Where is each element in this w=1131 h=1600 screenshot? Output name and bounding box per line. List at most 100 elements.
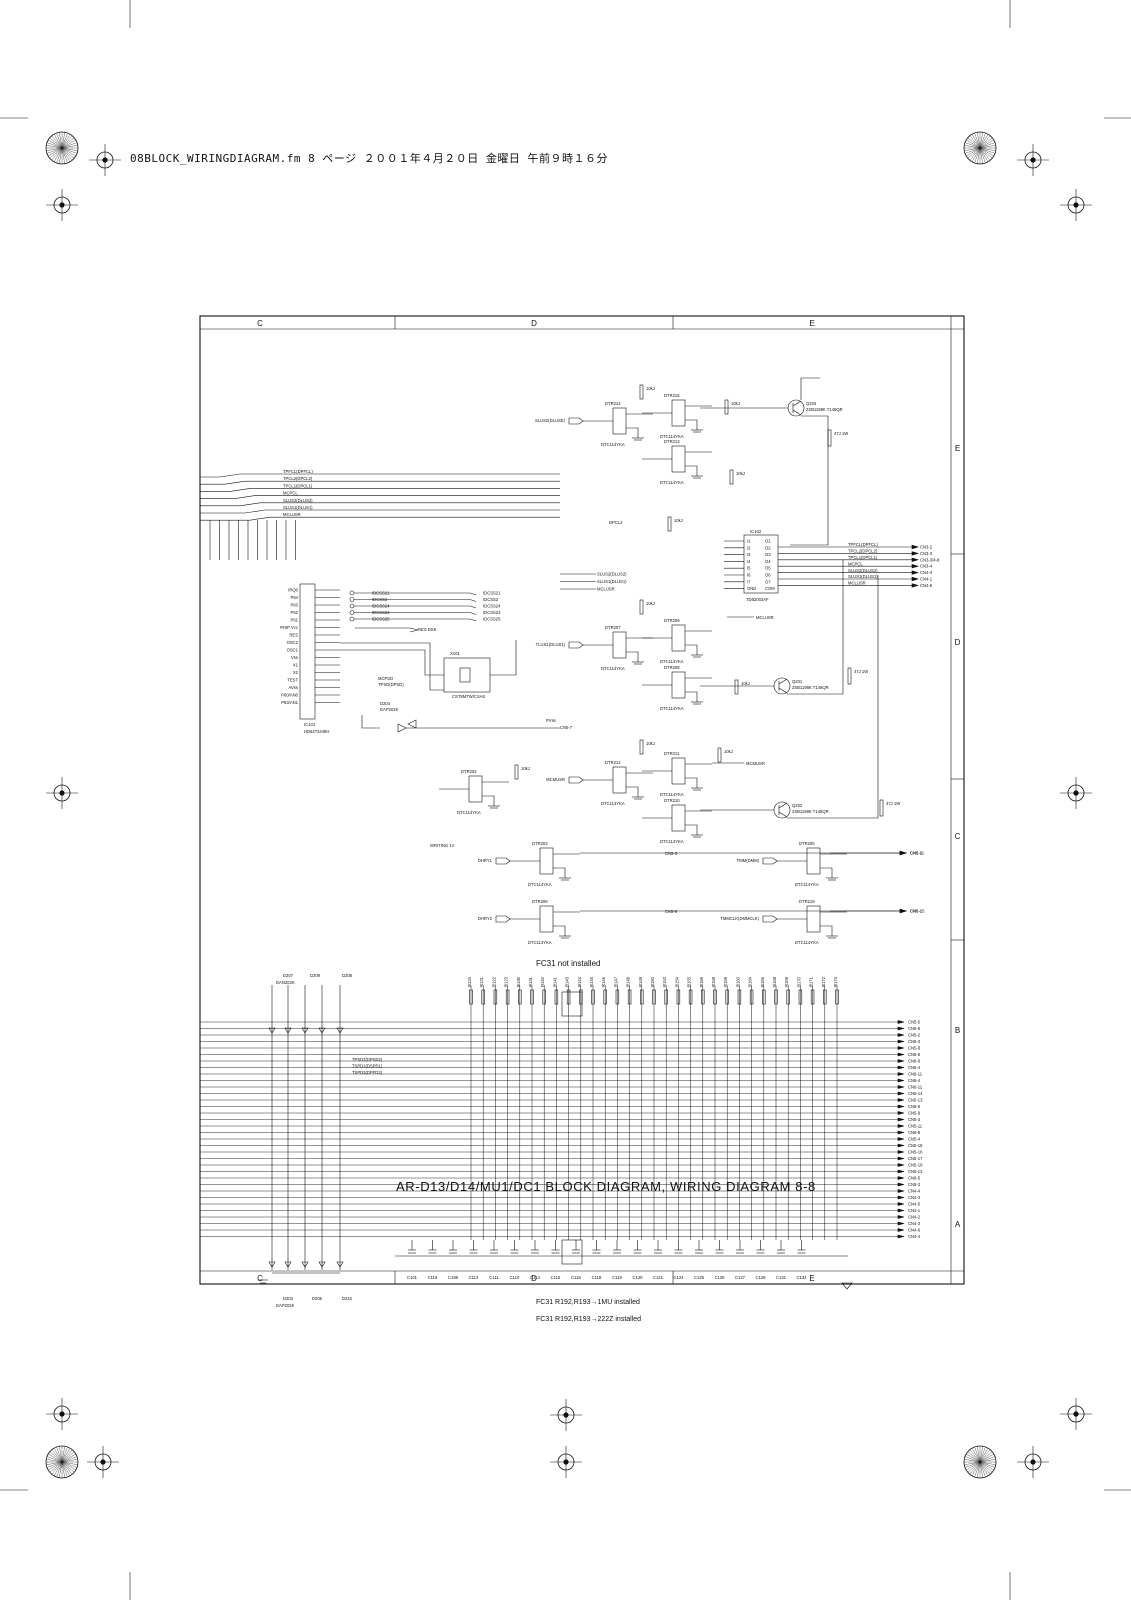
diode (268, 1261, 276, 1268)
ladder-resistor (725, 989, 729, 1005)
connector-label: CN5-9 (908, 1111, 921, 1116)
dtc-ref: DTR207 (605, 625, 621, 630)
arrow (899, 850, 908, 856)
registration-rosette (964, 145, 996, 151)
connector-label: CN3-2 (920, 545, 933, 550)
ic101-part: HD6473448H (304, 729, 329, 734)
dtc-transistor (806, 847, 821, 875)
connector-label: CN4-6 (908, 1228, 921, 1233)
dtc-ground (685, 419, 698, 430)
resistor (514, 764, 519, 780)
vcc-wire (800, 377, 820, 400)
signal-flag (495, 915, 511, 923)
diode (284, 1027, 292, 1034)
junction-ring (349, 603, 355, 609)
connector-label: CN5-11 (908, 1124, 923, 1129)
arrow (897, 1046, 905, 1050)
ic-bus-label: IDCSS23 (483, 610, 501, 615)
ladder-resistor (798, 989, 803, 1005)
resistor (717, 747, 722, 763)
cap-label: C110 (510, 1275, 520, 1280)
arrow (897, 1156, 905, 1161)
ic101-pin-label: P61 (291, 618, 299, 623)
driver-signal: MCPCL (848, 561, 863, 566)
resistor-label: R168 (772, 976, 777, 987)
ic102-pin: COM (765, 586, 775, 591)
bus-label: MCLUSR (597, 587, 615, 592)
connector-label: CN4-4 (908, 1234, 921, 1239)
ladder-resistor (749, 989, 754, 1005)
connector-label: CN5-8 (908, 1046, 921, 1051)
osc-wire (340, 642, 444, 691)
resistor-label: R150 (650, 976, 655, 987)
collector-wire (787, 575, 879, 819)
cap-label: C118 (592, 1275, 602, 1280)
crystal (459, 667, 471, 683)
arrow (897, 1215, 905, 1219)
arrow (897, 1150, 905, 1154)
resistor (724, 399, 729, 415)
dtc-transistor (671, 624, 686, 652)
d204-diode (407, 719, 417, 729)
dtc-transistor (671, 399, 686, 427)
ic101-pin-label: P62 (291, 610, 299, 615)
driver-signal: SLUS2(DLUS2) (848, 568, 878, 573)
connector-label: CN5-6 (908, 1026, 921, 1031)
resistor-label: R145 (589, 976, 594, 987)
connector-label: CN5-13 (908, 1098, 923, 1103)
ic-bus-wire (354, 592, 477, 596)
ladder-resistor (518, 989, 522, 1005)
connector-label: CN6-11 (908, 1085, 923, 1090)
dtc-part: DTC114YKA (601, 666, 625, 671)
connector-label: CN5-19 (908, 1163, 923, 1168)
pnp-ref: Q202 (792, 803, 803, 808)
pnp-part: 2SB1198K T146QR (792, 809, 829, 814)
pnp-part: 2SB1198K T146QR (806, 407, 843, 412)
resistor-label: R172 (821, 976, 826, 987)
tpsd-label: TPSD(DPSD) (378, 682, 404, 687)
bus-wire (200, 495, 560, 499)
zone-column-label: E (809, 1274, 814, 1283)
frame-border (199, 315, 965, 1285)
dtc-transistor (468, 775, 483, 803)
dtc-part: DTC114YKA (457, 810, 481, 815)
dtc-ref: DTR211 (664, 751, 680, 756)
dtc-part: DTC114YKA (660, 434, 684, 439)
registration-rosette (46, 145, 78, 151)
ic102-pin: I7 (747, 579, 751, 584)
resistor-label: R155 (687, 976, 692, 987)
crystal-part: CST8MTW/CSA8 (452, 694, 485, 699)
resistor (639, 384, 644, 400)
arrow (911, 544, 920, 550)
arrow (897, 1104, 905, 1109)
dtc-ground (820, 925, 833, 936)
note-fc31-1mu: FC31 R192,R193→1MU installed (536, 1299, 640, 1306)
arrow (897, 1137, 905, 1141)
zone-column-label: D (531, 319, 537, 328)
dtc-ref: DTR208 (664, 665, 680, 670)
resistor-label: R159 (723, 976, 728, 987)
ladder-resistor (652, 989, 656, 1005)
connector-label: CN5-5 (908, 1020, 921, 1025)
ic102-pin: O3 (765, 552, 771, 557)
note-fc31-not-installed: FC31 not installed (536, 959, 601, 968)
dtc-transistor (671, 804, 686, 832)
resistor-label: R164 (748, 976, 753, 987)
ic101-pin-label: PHIP Vcc (280, 625, 298, 630)
driver-signal: MCLUSR (848, 581, 866, 586)
signal-label: MCMUSR (546, 777, 565, 782)
resistor (639, 599, 644, 615)
connector-label: CN3-4 (920, 564, 933, 569)
resistor-value: 10kJ (724, 749, 733, 754)
arrow (897, 1169, 905, 1174)
ic102-body (743, 534, 779, 594)
dpfd-label: TSPD1(DSPD1) (352, 1064, 383, 1069)
resistor-label: R131 (528, 976, 533, 987)
arrow (897, 1130, 905, 1135)
connector-label: CN4-5 (908, 1202, 921, 1207)
pnp-ref: Q203 (806, 401, 817, 406)
pnp-transistor (787, 399, 805, 417)
ic102-pin: I6 (747, 573, 751, 578)
signal-flag (568, 641, 584, 649)
ic-bus-label: IDCSS25 (483, 617, 501, 622)
